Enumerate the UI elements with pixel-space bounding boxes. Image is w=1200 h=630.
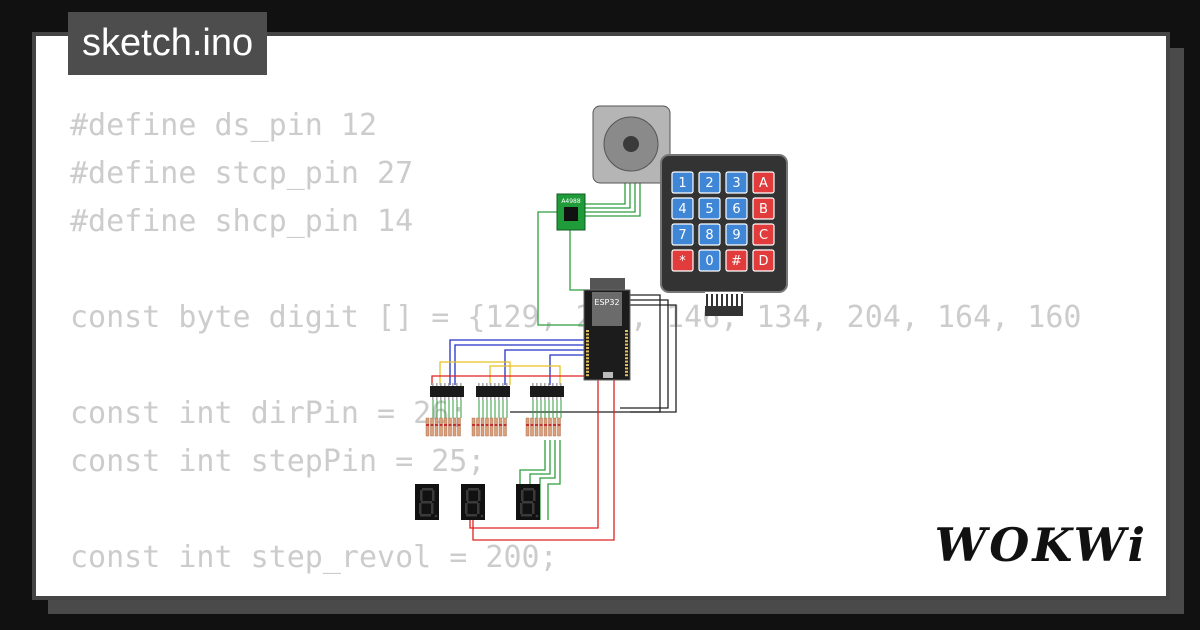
keypad-key-label: A: [759, 176, 768, 191]
keypad-key[interactable]: 1: [671, 171, 694, 194]
keypad-key-label: 9: [732, 228, 740, 243]
wire-driver-motor: [585, 183, 636, 213]
code-line: const int step_revol = 200;: [70, 540, 558, 575]
keypad-key[interactable]: C: [752, 223, 775, 246]
keypad-key-label: 0: [705, 254, 713, 269]
keypad-key[interactable]: 8: [698, 223, 721, 246]
keypad-key[interactable]: *: [671, 249, 694, 272]
wire-keypad-mcu: [510, 304, 677, 413]
wire-data: [549, 354, 590, 385]
wire-driver-motor: [585, 183, 631, 209]
wire-power: [431, 375, 599, 529]
code-preview: #define ds_pin 12 #define stcp_pin 27 #def…: [70, 102, 1081, 582]
shift-register[interactable]: [425, 383, 464, 437]
keypad-key[interactable]: B: [752, 197, 775, 220]
keypad[interactable]: 1 2 3 A 4 5 6 B 7 8 9 C * 0 # D: [660, 154, 788, 316]
code-line: #define shcp_pin 14: [70, 204, 414, 239]
keypad-key-label: *: [679, 254, 686, 269]
wire-driver-motor: [585, 183, 626, 205]
keypad-keys: 1 2 3 A 4 5 6 B 7 8 9 C * 0 # D: [671, 171, 775, 272]
keypad-key-label: 7: [678, 228, 686, 243]
wire-segment: [547, 440, 561, 520]
keypad-header-pins: [705, 294, 743, 316]
stepper-motor[interactable]: [592, 105, 671, 184]
wire-data: [454, 344, 590, 385]
keypad-key-label: 6: [732, 202, 740, 217]
seven-segment-display[interactable]: [415, 484, 439, 520]
keypad-key[interactable]: 9: [725, 223, 748, 246]
keypad-key[interactable]: D: [752, 249, 775, 272]
wire-data: [449, 339, 590, 385]
keypad-key[interactable]: #: [725, 249, 748, 272]
keypad-key[interactable]: 6: [725, 197, 748, 220]
shift-register[interactable]: [525, 383, 564, 437]
keypad-key-label: 3: [732, 176, 740, 191]
wire-driver-mcu: [537, 211, 590, 326]
wire-data: [504, 349, 590, 385]
a4988-driver[interactable]: A4988: [556, 193, 586, 231]
driver-label: A4988: [561, 198, 581, 205]
keypad-key[interactable]: 3: [725, 171, 748, 194]
seven-segment-display[interactable]: [461, 484, 485, 520]
mcu-label: ESP32: [594, 298, 619, 307]
code-line: const byte digit [] = {129, 207, 146, 13…: [70, 300, 1082, 335]
keypad-key[interactable]: 2: [698, 171, 721, 194]
keypad-key[interactable]: 7: [671, 223, 694, 246]
wire-driver-mcu: [569, 230, 590, 291]
code-line: const int dirPin = 26;: [70, 396, 468, 431]
wire-power: [472, 377, 615, 541]
keypad-key-label: B: [759, 202, 768, 217]
wire-clock: [439, 361, 511, 385]
wokwi-logo: WOKWi: [934, 518, 1148, 572]
keypad-key-label: 4: [678, 202, 686, 217]
keypad-key[interactable]: 4: [671, 197, 694, 220]
keypad-key-label: 1: [678, 176, 686, 191]
code-line: #define stcp_pin 27: [70, 156, 414, 191]
wire-keypad-mcu: [620, 299, 669, 409]
keypad-key-label: 5: [705, 202, 713, 217]
seven-segment-display[interactable]: [516, 484, 540, 520]
code-line: #define ds_pin 12: [70, 108, 378, 143]
esp32-board[interactable]: ESP32: [583, 278, 631, 381]
keypad-key-label: 8: [705, 228, 713, 243]
code-line: const int stepPin = 25;: [70, 444, 486, 479]
keypad-key-label: #: [731, 254, 742, 269]
keypad-key-label: C: [759, 228, 768, 243]
keypad-key[interactable]: 5: [698, 197, 721, 220]
keypad-key[interactable]: 0: [698, 249, 721, 272]
keypad-key-label: 2: [705, 176, 713, 191]
keypad-key[interactable]: A: [752, 171, 775, 194]
file-tab[interactable]: sketch.ino: [68, 12, 268, 75]
shift-register[interactable]: [471, 383, 510, 437]
seven-segment-displays: [415, 484, 540, 520]
esp32-pins: [586, 330, 628, 377]
shift-registers: [425, 383, 564, 437]
wire-driver-motor: [585, 183, 641, 217]
keypad-key-label: D: [758, 254, 768, 269]
